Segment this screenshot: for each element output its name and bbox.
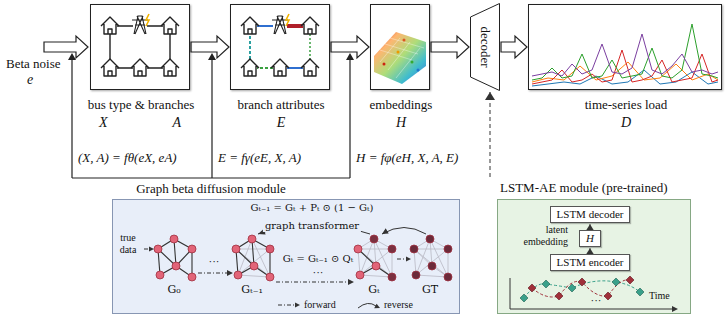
node-text: LSTM-AE module (pre-trained) [500,180,668,196]
diffusion-illustration [113,200,460,314]
node-text: latent embedding [508,224,568,248]
node-text: GT [422,283,438,296]
lstm-ae-panel: LSTM-AE module (pre-trained) latent embed… [484,178,692,315]
diffusion-panel: Gₜ₋₁ = Gₜ + Pₜ ⊙ (1 − Gₜ) graph transform… [112,199,460,314]
attributed-grid-icon [241,14,319,76]
load-series-box: time-series loadD [528,4,722,90]
lstm-decoder-box: LSTM decoder [550,206,631,223]
legend-sample [357,300,381,310]
decoder-trapezoid: decoder [470,3,500,91]
node-text: bus type & branches [88,97,195,113]
legend-item: forward [277,299,336,311]
embedding-surface [374,32,426,84]
connector-line [490,92,491,177]
node-text: Gₜ₋₁ = Gₜ + Pₜ ⊙ (1 − Gₜ) [251,202,374,214]
trapezoid-shape [471,4,500,91]
node-text: E [277,115,286,132]
latent-box: H [579,230,601,247]
connector [431,36,469,58]
node-text: Time [649,290,670,302]
node-text: ··· [591,294,602,307]
node-text: A [172,115,181,132]
legend-sample [277,300,301,310]
node-text: Gₜ [368,283,380,296]
node-text: time-series load [585,97,668,113]
free-label: E = fγ(eE, X, A) [218,150,301,166]
connector [331,36,369,58]
arrowhead [485,92,495,100]
lstm-encoder-box: LSTM encoder [550,254,631,271]
node-text: decoder [477,26,493,67]
node-text: G₀ [167,283,180,296]
node-text: H [586,232,594,245]
free-label: e [27,72,33,89]
connector [501,36,527,58]
grid-topology-box: bus type & branchesXA [90,4,190,90]
embedding-box: embeddingsH [370,4,430,90]
node-text: LSTM encoder [557,256,624,269]
block-arrow [431,36,469,58]
node-text: Gₜ = Gₜ₋₁ ⊙ Qₜ [283,253,353,265]
node-text: embeddings [370,97,433,113]
node-text: LSTM decoder [557,208,624,221]
free-label: Graph beta diffusion module [136,181,286,197]
legend-item: reverse [357,299,413,311]
grid-icon [101,14,179,76]
legend-text: forward [304,299,336,311]
node-text: Gₜ₋₁ [241,283,263,296]
node-text: graph transformer [263,220,361,232]
module-bracket [72,58,350,178]
node-text: true data [113,232,143,256]
connector [485,92,495,177]
branch-attribute-box: branch attributesE [230,4,330,90]
legend-text: reverse [384,299,413,311]
input-arrow [44,36,88,58]
free-label: Beta noise [6,56,61,72]
node-text: branch attributes [238,97,325,113]
node-text: ··· [209,255,220,268]
node-text: X [99,115,108,132]
node-text: D [621,115,631,132]
block-arrow [331,36,369,58]
free-label: (X, A) = fθ(eX, eA) [78,150,177,166]
lstm-illustration [498,200,691,314]
block-arrow [501,36,527,58]
connector [191,36,229,58]
free-label: H = fφ(eH, X, A, E) [356,150,458,166]
node-text: H [396,115,406,132]
node-text: ··· [313,266,324,279]
block-arrow [191,36,229,58]
load-curves [532,24,718,86]
